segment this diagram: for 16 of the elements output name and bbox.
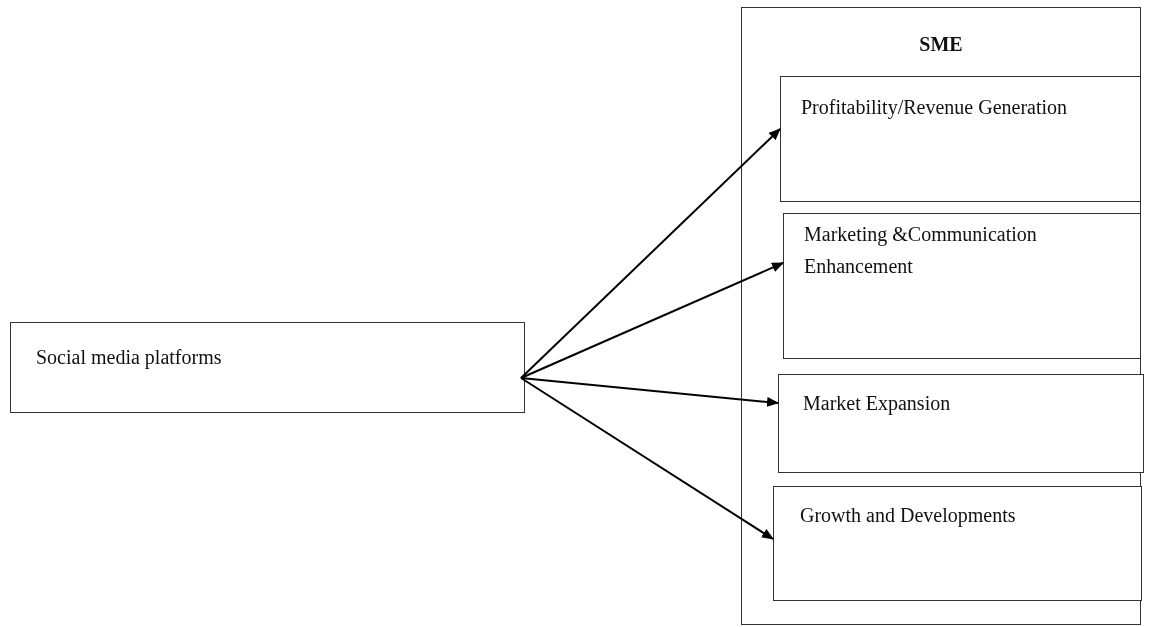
process-box: [778, 374, 1144, 473]
box-label: Marketing &Communication Enhancement: [804, 222, 1038, 279]
box-label: Profitability/Revenue Generation: [801, 95, 1069, 121]
box-label: Social media platforms: [36, 345, 223, 371]
arrow: [520, 377, 774, 540]
arrow: [520, 128, 781, 379]
arrow: [520, 377, 779, 407]
box-label: Growth and Developments: [800, 503, 1017, 529]
arrow: [520, 262, 784, 379]
box-label: Market Expansion: [803, 391, 952, 417]
process-box: [773, 486, 1142, 601]
process-box: [780, 76, 1141, 202]
process-box: [10, 322, 525, 413]
group-heading: SME: [918, 32, 964, 57]
group-container: [741, 7, 1141, 625]
process-box: [783, 213, 1141, 359]
